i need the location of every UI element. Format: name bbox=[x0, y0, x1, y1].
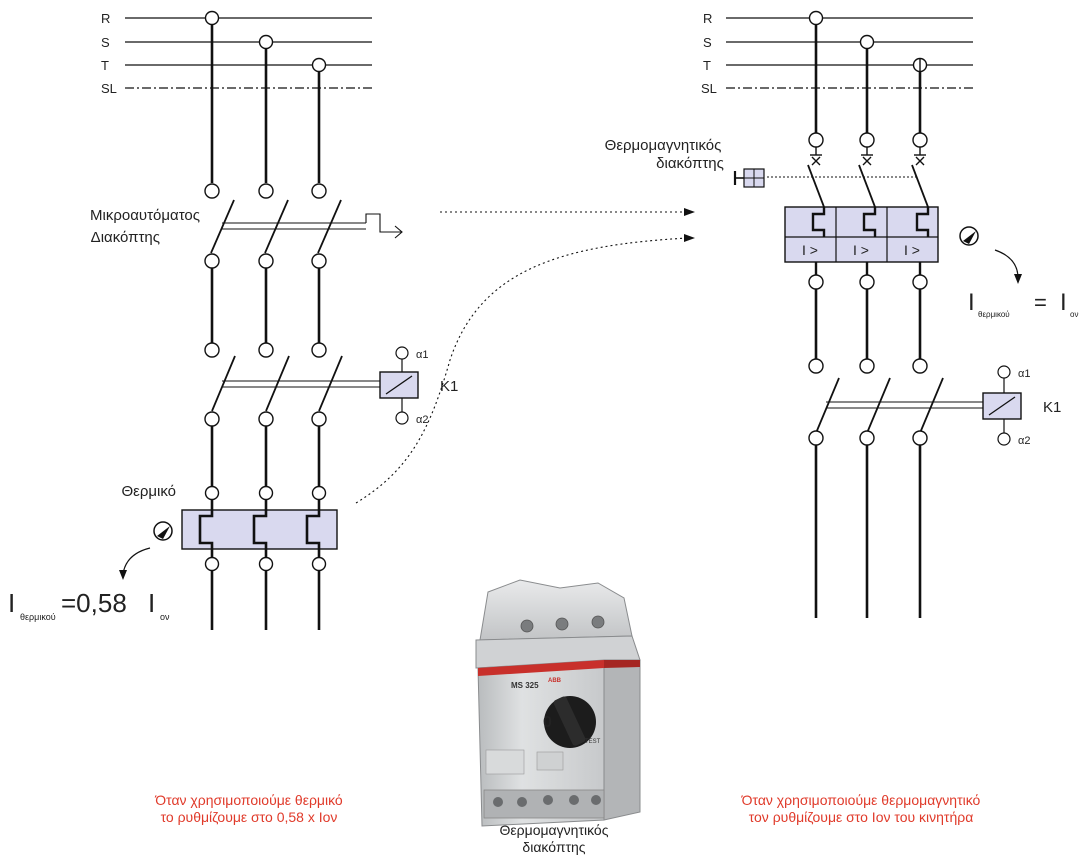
left-coil-a2: α2 bbox=[416, 414, 428, 426]
bus-t-label: T bbox=[101, 58, 109, 73]
right-formula: I θερμικού = I ον bbox=[968, 289, 1078, 319]
left-bus-labels: R S T SL bbox=[101, 11, 117, 96]
right-circuit bbox=[726, 10, 1022, 618]
right-bus-sl-label: SL bbox=[701, 81, 717, 96]
right-formula-i: I bbox=[968, 289, 975, 316]
breaker-label-line2: διακόπτης bbox=[656, 155, 724, 172]
right-bus-r-label: R bbox=[703, 11, 712, 26]
formula-i: I bbox=[8, 588, 15, 618]
formula-sub: θερμικού bbox=[20, 612, 56, 622]
right-formula-sub: θερμικού bbox=[978, 310, 1010, 319]
right-note-line2: τον ρυθμίζουμε στο Ιον του κινητήρα bbox=[749, 809, 974, 825]
trip-label-3: I > bbox=[904, 242, 920, 258]
photo-model-label: MS 325 bbox=[511, 681, 539, 690]
right-formula-i2: I bbox=[1060, 289, 1067, 316]
right-bus-s-label: S bbox=[703, 35, 712, 50]
photo-test-label: TEST bbox=[585, 739, 601, 745]
mcb-label-line2: Διακόπτης bbox=[91, 229, 160, 246]
right-formula-eq: = bbox=[1034, 290, 1047, 315]
bus-r-label: R bbox=[101, 11, 110, 26]
bus-sl-label: SL bbox=[101, 81, 117, 96]
right-bus-labels: R S T SL bbox=[701, 11, 717, 96]
left-circuit bbox=[119, 10, 419, 630]
breaker-photo: MS 325 ABB 0 TEST bbox=[475, 579, 641, 827]
right-coil-a1: α1 bbox=[1018, 368, 1030, 380]
left-note-line1: Όταν χρησιμοποιούμε θερμικό bbox=[154, 792, 343, 808]
formula-sub2: ον bbox=[160, 612, 170, 622]
right-contactor-label: K1 bbox=[1043, 399, 1061, 416]
photo-caption-line2: διακόπτης bbox=[522, 839, 585, 855]
left-contactor-label: K1 bbox=[440, 378, 458, 395]
photo-brand-label: ABB bbox=[548, 678, 562, 684]
left-coil-a1: α1 bbox=[416, 349, 428, 361]
trip-label-1: I > bbox=[802, 242, 818, 258]
formula-value: =0,58 bbox=[61, 588, 127, 618]
connector-arrows bbox=[355, 211, 689, 504]
photo-dial-label: 0 bbox=[543, 714, 552, 731]
right-bus-t-label: T bbox=[703, 58, 711, 73]
left-note-line2: το ρυθμίζουμε στο 0,58 x Ιον bbox=[161, 809, 338, 825]
bus-s-label: S bbox=[101, 35, 110, 50]
mcb-label-line1: Μικροαυτόματος bbox=[90, 207, 200, 224]
left-formula: I θερμικού =0,58 I ον bbox=[8, 588, 170, 622]
photo-caption-line1: Θερμομαγνητικός bbox=[500, 822, 609, 838]
right-coil-a2: α2 bbox=[1018, 435, 1030, 447]
breaker-label-line1: Θερμομαγνητικός bbox=[605, 137, 722, 154]
trip-label-2: I > bbox=[853, 242, 869, 258]
right-formula-sub2: ον bbox=[1070, 310, 1078, 319]
right-note-line1: Όταν χρησιμοποιούμε θερμομαγνητικό bbox=[741, 792, 981, 808]
thermal-label: Θερμικό bbox=[121, 483, 176, 500]
right-breaker-block bbox=[784, 206, 939, 263]
formula-i2: I bbox=[148, 588, 155, 618]
